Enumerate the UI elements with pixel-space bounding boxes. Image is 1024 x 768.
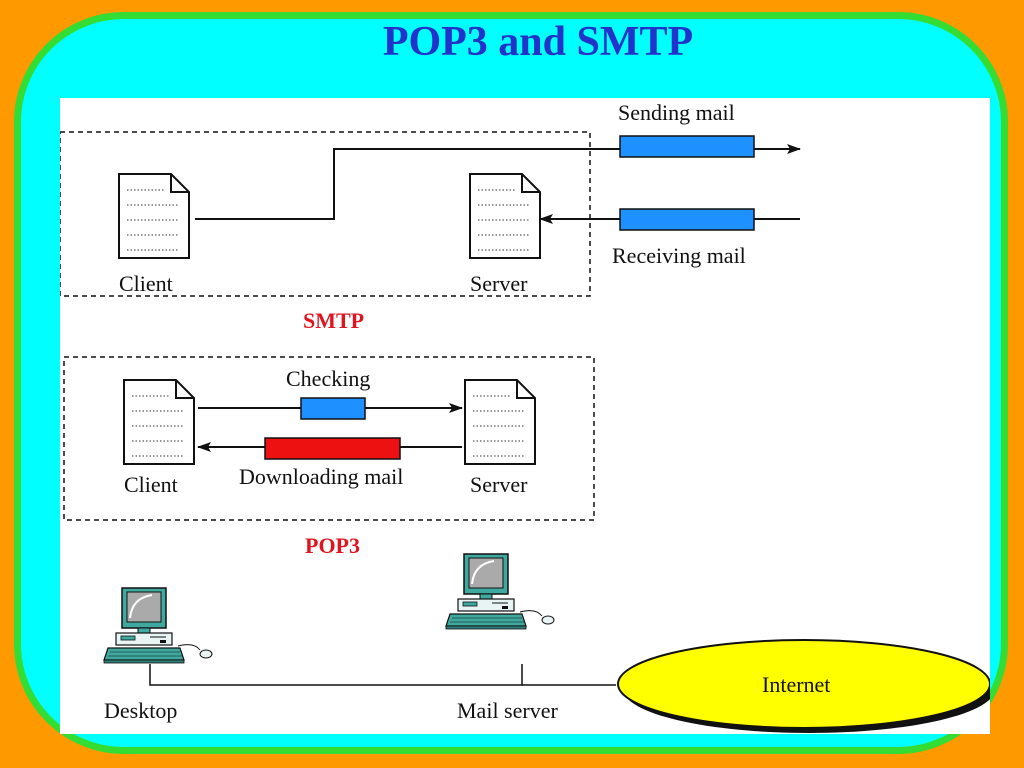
smtp-sending-message <box>619 135 755 158</box>
pop3-checking-label: Checking <box>286 366 370 391</box>
smtp-section-label: SMTP <box>303 308 364 333</box>
pop3-downloading-message <box>264 437 401 460</box>
pop3-server-label: Server <box>470 472 528 497</box>
internet-label: Internet <box>762 672 830 697</box>
internet-cloud <box>617 639 990 729</box>
smtp-sending-label: Sending mail <box>618 100 735 125</box>
pop3-downloading-label: Downloading mail <box>239 464 403 489</box>
smtp-server-document-icon <box>469 173 541 259</box>
smtp-dashed-box <box>60 131 591 297</box>
smtp-receiving-message <box>619 208 755 231</box>
pop3-server-document-icon <box>464 379 536 465</box>
mail-server-label: Mail server <box>457 698 558 723</box>
pop3-section-label: POP3 <box>305 533 360 558</box>
slide-title: POP3 and SMTP <box>382 19 694 65</box>
smtp-receiving-label: Receiving mail <box>612 243 746 268</box>
smtp-client-document-icon <box>118 173 190 259</box>
desktop-label: Desktop <box>104 698 177 723</box>
pop3-checking-message <box>300 397 366 420</box>
diagram-canvas: Client Server Sending mail Receiving mai… <box>60 98 990 734</box>
pop3-client-label: Client <box>124 472 178 497</box>
desktop-computer-icon <box>103 587 213 664</box>
smtp-sending-arrow <box>195 144 801 220</box>
smtp-client-label: Client <box>119 271 173 296</box>
desktop-to-server-link <box>149 664 523 686</box>
pop3-client-document-icon <box>123 379 195 465</box>
smtp-server-label: Server <box>470 271 528 296</box>
diagram-svg: Client Server Sending mail Receiving mai… <box>60 100 990 733</box>
pop3-dashed-box <box>63 356 595 521</box>
mail-server-computer-icon <box>445 553 555 630</box>
